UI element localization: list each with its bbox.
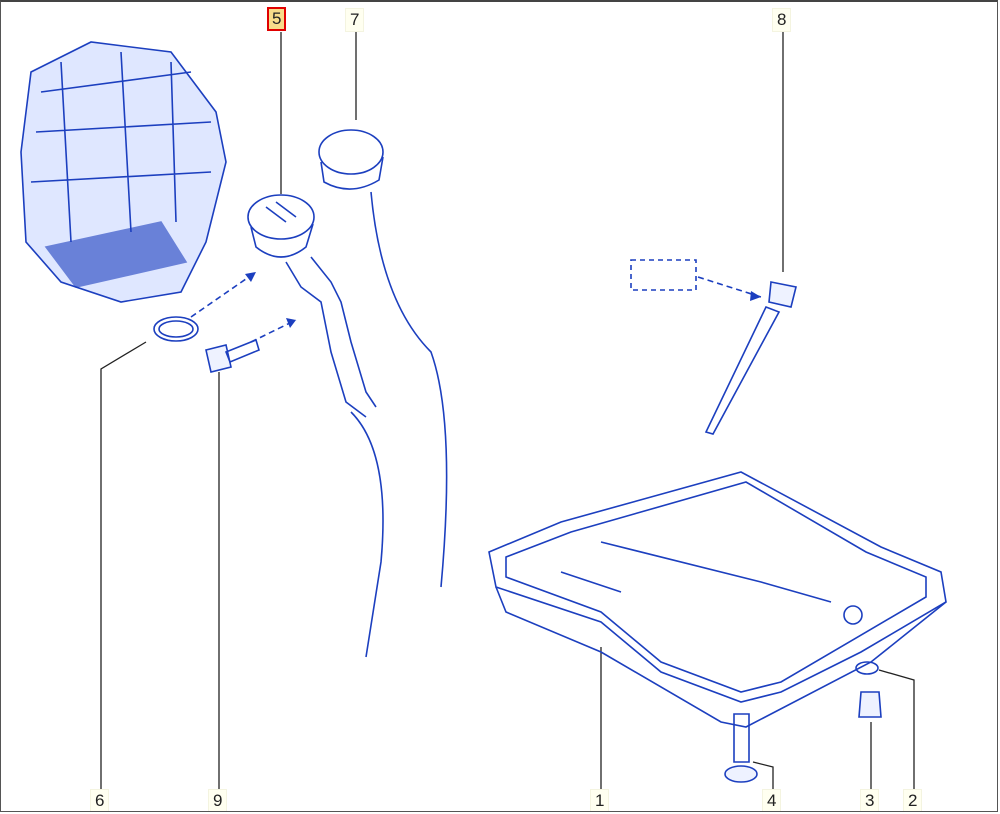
callout-4[interactable]: 4 <box>762 789 782 811</box>
callout-9[interactable]: 9 <box>208 789 228 811</box>
callout-3[interactable]: 3 <box>860 789 880 811</box>
callout-1[interactable]: 1 <box>590 789 610 811</box>
bolt-part-4 <box>724 713 758 783</box>
oil-level-sensor-part-8 <box>704 281 797 435</box>
callout-5[interactable]: 5 <box>267 7 287 31</box>
engine-thumbnail <box>20 41 227 303</box>
callout-8[interactable]: 8 <box>772 8 792 32</box>
o-ring-part-6 <box>153 316 199 342</box>
leader-lines <box>100 32 915 789</box>
callout-6[interactable]: 6 <box>90 789 110 811</box>
oil-filler-tube-part-5 <box>247 194 377 418</box>
drain-plug-part-3 <box>858 691 882 718</box>
callout-7[interactable]: 7 <box>345 8 365 32</box>
callout-2[interactable]: 2 <box>903 789 923 811</box>
dipstick-part-7 <box>318 129 448 658</box>
washer-part-2 <box>855 661 879 675</box>
bolt-part-9 <box>205 338 260 373</box>
oil-pan-part-1 <box>488 471 947 728</box>
